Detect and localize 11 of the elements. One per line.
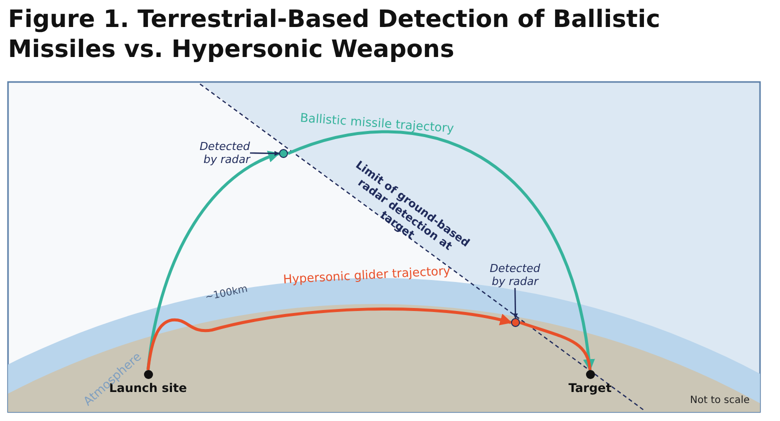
trajectory-arrow bbox=[146, 152, 280, 370]
trajectory-arrow bbox=[146, 308, 512, 370]
edge-label: Ballistic missile trajectory bbox=[300, 110, 454, 136]
annotation-text: Detected by radar bbox=[484, 262, 546, 288]
leader-arrow bbox=[250, 150, 280, 156]
leader-arrow bbox=[512, 288, 518, 319]
edge-label: Hypersonic glider trajectory bbox=[282, 264, 451, 286]
scale-note: Not to scale bbox=[690, 395, 750, 406]
figure-title: Figure 1. Terrestrial-Based Detection of Ballistic Missiles vs. Hypersonic Weapons bbox=[8, 4, 662, 64]
annotation-text: Detected by radar bbox=[188, 140, 250, 166]
altitude-label: ~100km bbox=[204, 284, 249, 304]
